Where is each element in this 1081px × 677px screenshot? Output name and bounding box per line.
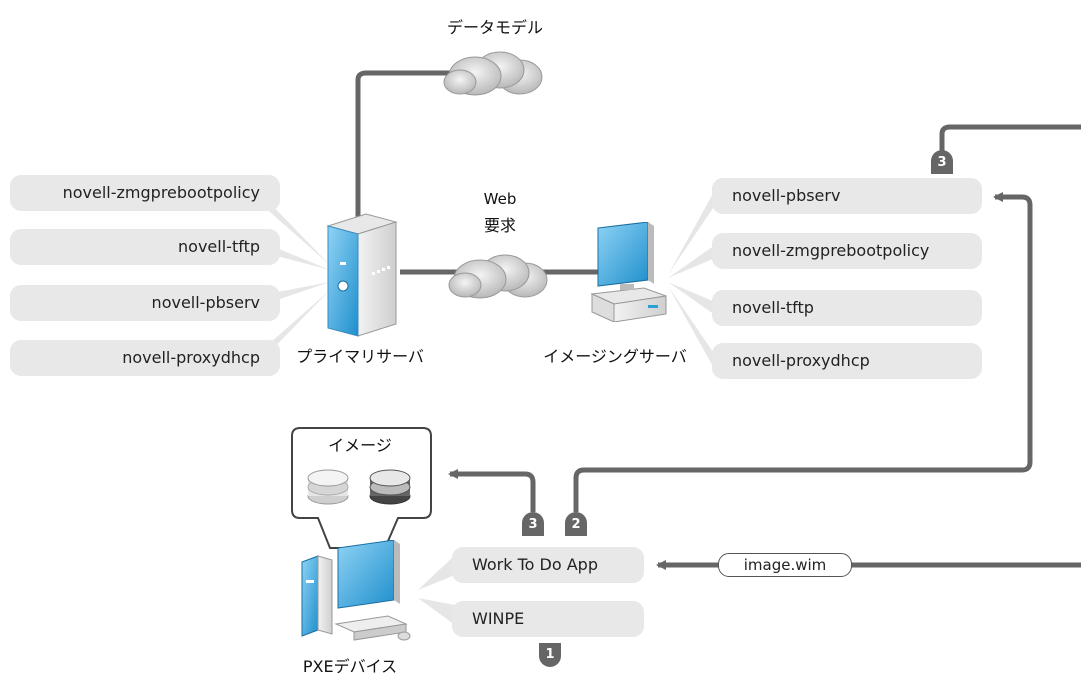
service-item: novell-zmgprebootpolicy: [712, 233, 982, 269]
disk-icon: [307, 469, 349, 505]
pxe-device-label: PXEデバイス: [302, 657, 398, 676]
service-item: novell-tftp: [10, 229, 280, 265]
workstation-icon: [590, 222, 667, 322]
service-item: novell-proxydhcp: [10, 340, 280, 376]
file-tag: image.wim: [718, 553, 852, 577]
primary-server-label: プライマリサーバ: [296, 347, 424, 366]
cloud-label: データモデル: [446, 18, 543, 37]
service-item: novell-tftp: [712, 290, 982, 326]
step-badge: 2: [565, 512, 587, 536]
cloud-icon: [443, 51, 543, 96]
app-item: Work To Do App: [452, 547, 644, 583]
step-badge: 3: [931, 150, 953, 174]
imaging-server-label: イメージングサーバ: [543, 347, 687, 366]
server-icon: [326, 213, 398, 337]
step-badge: 3: [522, 512, 544, 536]
cloud-icon: [448, 254, 548, 299]
disk-icon: [369, 469, 411, 505]
wire-server-to-cloud: [355, 70, 452, 218]
images-label: イメージ: [328, 436, 392, 455]
web-request-label-line2: 要求: [483, 216, 516, 235]
wire-step2-to-pbserv: [573, 192, 1033, 512]
step-badge: 1: [539, 643, 561, 667]
web-request-label-line1: Web: [483, 190, 517, 208]
service-item: novell-pbserv: [10, 285, 280, 321]
app-item: WINPE: [452, 601, 644, 637]
service-item: novell-pbserv: [712, 178, 982, 214]
service-item: novell-proxydhcp: [712, 343, 982, 379]
service-item: novell-zmgprebootpolicy: [10, 175, 280, 211]
pc-icon: [301, 540, 411, 641]
wire-step3-to-images: [448, 469, 536, 512]
wire-imaging-to-network: [939, 124, 1081, 160]
